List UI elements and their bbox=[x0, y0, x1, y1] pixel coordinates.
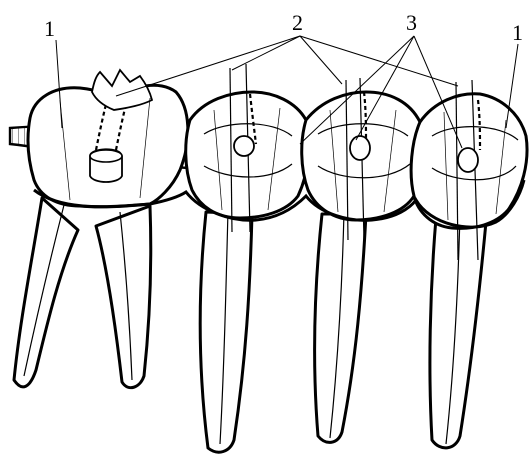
root-middle-left bbox=[200, 212, 252, 452]
label-1-left: 1 bbox=[44, 16, 55, 41]
root-middle-right bbox=[315, 214, 366, 442]
root-left-back bbox=[96, 206, 151, 388]
label-2: 2 bbox=[292, 10, 303, 35]
label-1-right: 1 bbox=[512, 20, 523, 45]
root-left-front bbox=[14, 198, 78, 387]
label-3: 3 bbox=[406, 10, 417, 35]
